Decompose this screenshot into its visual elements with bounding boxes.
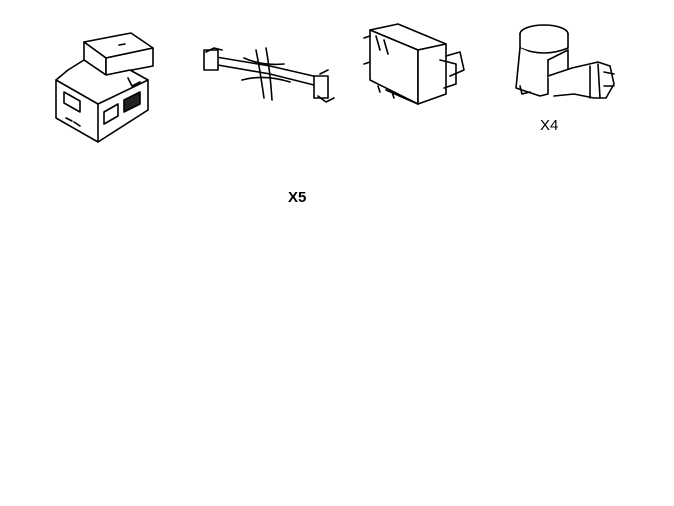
switch-module-icon: [55, 32, 154, 143]
sensor-quantity-label: X4: [540, 117, 559, 134]
sensor-icon: [515, 24, 615, 99]
control-unit-icon: [363, 23, 465, 105]
cable-tie-quantity-label: X5: [288, 189, 307, 206]
bracket-icon: [203, 47, 335, 103]
